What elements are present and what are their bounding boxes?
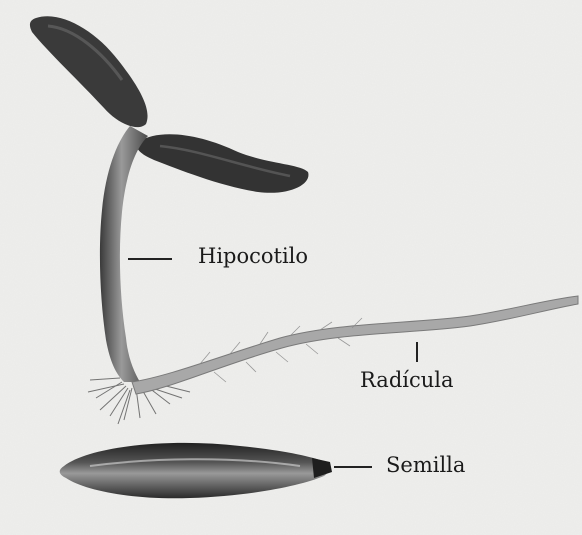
label-radicle: Radícula	[360, 370, 454, 391]
label-seed: Semilla	[386, 455, 465, 476]
label-hypocotyl: Hipocotilo	[198, 246, 308, 267]
